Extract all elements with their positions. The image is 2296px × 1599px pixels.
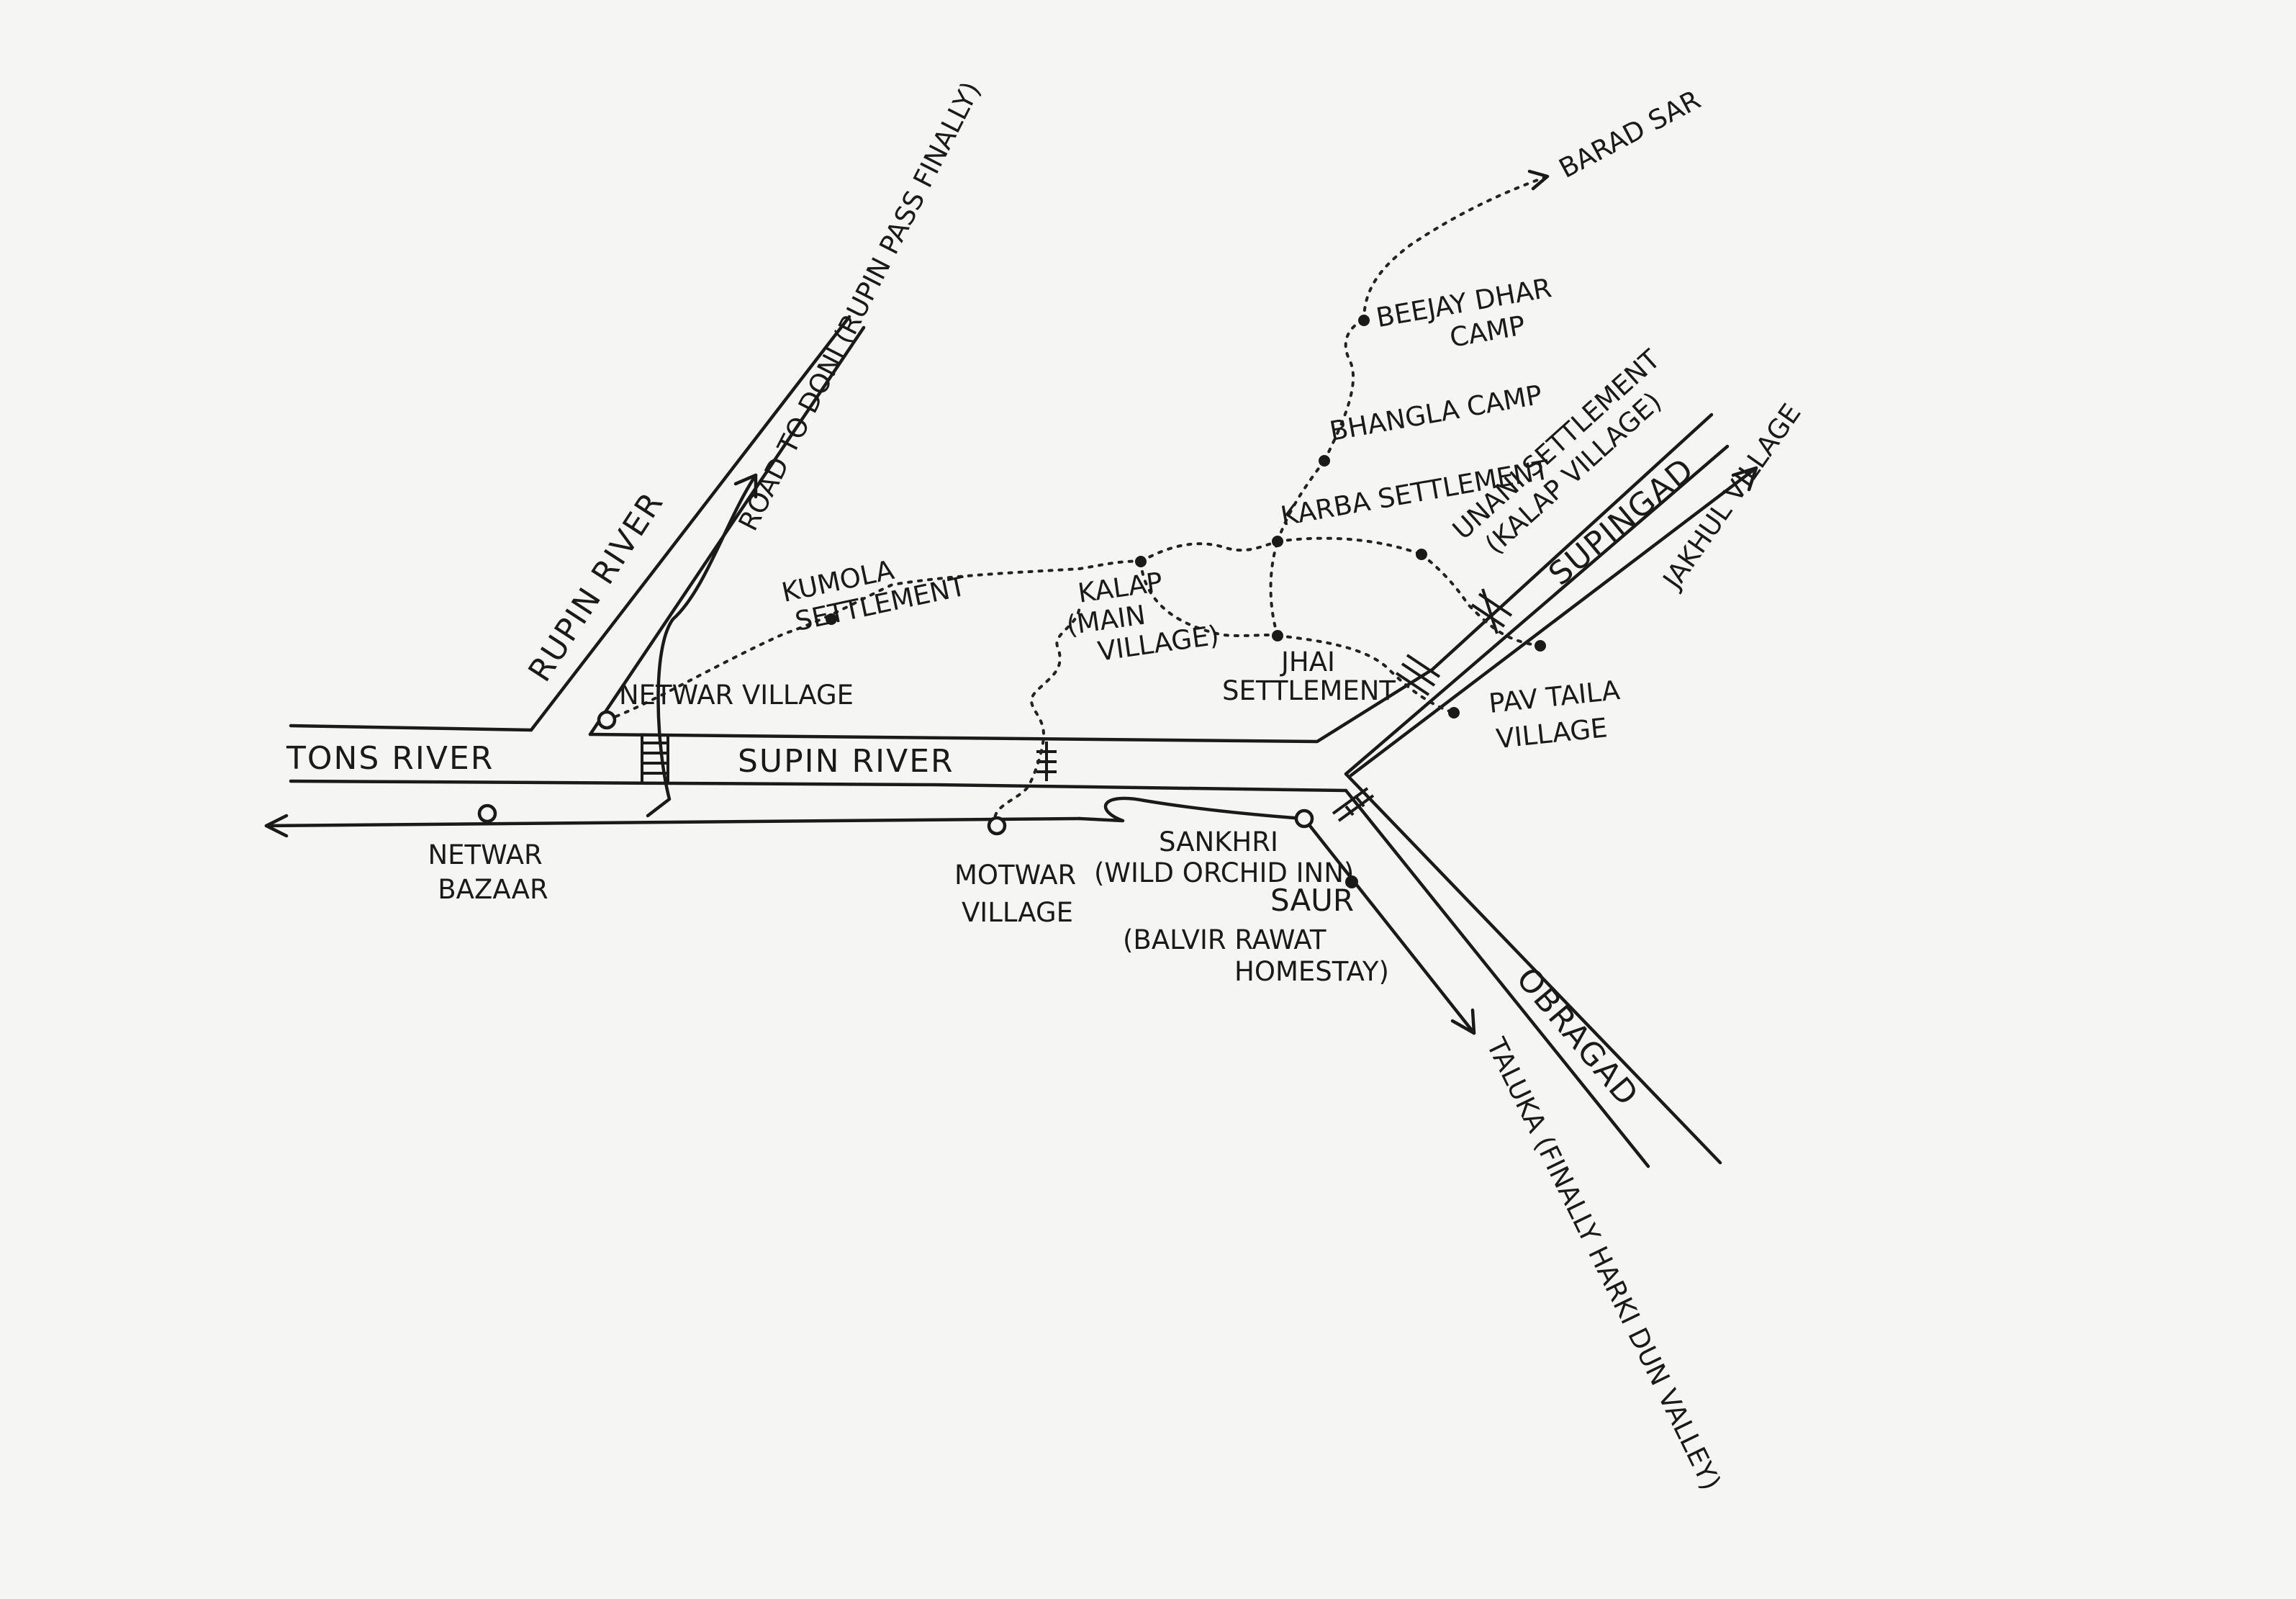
barad-sar-arrow <box>1527 169 1550 191</box>
main-road <box>264 466 1758 1035</box>
beejay-label: BEEJAY DHAR CAMP <box>1374 271 1568 366</box>
trail-netwar-kalap <box>605 559 1142 721</box>
pav-taila-marker <box>1448 707 1460 719</box>
bridge-supingad-upper <box>1470 588 1513 634</box>
trail-karba-bhangla <box>1276 459 1326 543</box>
jakhul-marker <box>1535 640 1546 652</box>
trail-beejay-baradsar <box>1362 175 1549 322</box>
trail-bhangla-beejay <box>1323 319 1365 462</box>
bridge-supin-netwar <box>641 734 669 783</box>
unani-marker <box>1416 549 1427 560</box>
kumola-marker <box>826 613 837 625</box>
bhangla-label: BHANGLA CAMP <box>1327 379 1545 447</box>
road-taluka-arrow <box>1450 1008 1476 1035</box>
kalap-label: KALAP (MAIN VILLAGE) <box>1060 559 1221 671</box>
obragad-river <box>1344 772 1722 1168</box>
bridge-supingad-lower <box>1395 654 1441 696</box>
trail-unani-pavtaila <box>1420 553 1542 647</box>
jhai-marker <box>1272 630 1283 641</box>
jhai-label: JHAI SETTLEMENT <box>1222 647 1396 706</box>
bhangla-marker <box>1319 455 1330 467</box>
main-road-bend <box>1077 796 1305 823</box>
supin-river-north-bank <box>588 667 1434 744</box>
trail-kalap-karba <box>1139 540 1279 563</box>
tons-river-label: TONS RIVER <box>286 740 494 777</box>
supingad-river <box>1344 413 1730 776</box>
pav-taila-label: PAV TAILA VILLAGE <box>1487 674 1633 755</box>
river-south-bank <box>289 779 1348 793</box>
motwar-label: MOTWAR VILLAGE <box>954 860 1085 928</box>
obragad-bank-east <box>1344 772 1722 1165</box>
kumola-label: KUMOLA SETTLEMENT <box>779 541 969 639</box>
netwar-bazaar-label: NETWAR BAZAAR <box>428 839 551 905</box>
sankhri-marker <box>1294 808 1314 829</box>
netwar-bazaar-marker <box>477 803 497 824</box>
netwar-village-marker <box>597 710 617 730</box>
sankhri-label: SANKHRI (WILD ORCHID INN) <box>1094 826 1354 888</box>
road-doni-arrow <box>733 473 758 499</box>
bridge-confluence <box>1332 787 1375 822</box>
trek-trails <box>605 169 1550 827</box>
karba-marker <box>1272 536 1283 547</box>
saur-marker <box>1345 875 1358 888</box>
supin-river-label: SUPIN RIVER <box>738 743 954 780</box>
tons-river <box>289 667 1434 793</box>
trail-karba-unani <box>1276 536 1423 556</box>
beejay-marker <box>1358 315 1370 326</box>
trail-jhai-karba <box>1269 540 1279 637</box>
motwar-village-marker <box>987 816 1007 836</box>
rupin-river-label: RUPIN RIVER <box>521 485 671 688</box>
unani-label: UNANI SETTLEMENT (KALAP VILLAGE) <box>1447 338 1694 570</box>
rupin-river-bank-west <box>529 315 851 732</box>
road-jakhul-arrow <box>1731 466 1758 492</box>
road-to-doni-label: ROAD TO DONI (RUPIN PASS FINALLY) <box>733 77 987 536</box>
obragad-bank-west <box>1344 788 1650 1168</box>
netwar-village-label: NETWAR VILLAGE <box>619 680 854 711</box>
kalap-marker <box>1135 556 1147 567</box>
trail-jhai-pavtaila <box>1276 634 1455 714</box>
main-road-west <box>264 816 1082 828</box>
supingad-bank-west <box>1430 413 1714 672</box>
trail-motwar-kalap <box>993 603 1081 827</box>
barad-sar-label: BARAD SAR <box>1554 84 1706 184</box>
tons-river-north-bank <box>289 724 533 732</box>
supingad-bank-east <box>1344 444 1730 776</box>
road-to-jakhul <box>1349 466 1758 778</box>
taluka-label: TALUKA (FINALLY HARKI DUN VALLEY) <box>1480 1032 1727 1495</box>
road-west-arrow <box>264 814 289 838</box>
saur-label: SAUR (BALVIR RAWAT HOMESTAY) <box>1123 883 1389 987</box>
trail-kalap-jhai <box>1139 560 1279 637</box>
road-to-taluka <box>1302 816 1476 1035</box>
